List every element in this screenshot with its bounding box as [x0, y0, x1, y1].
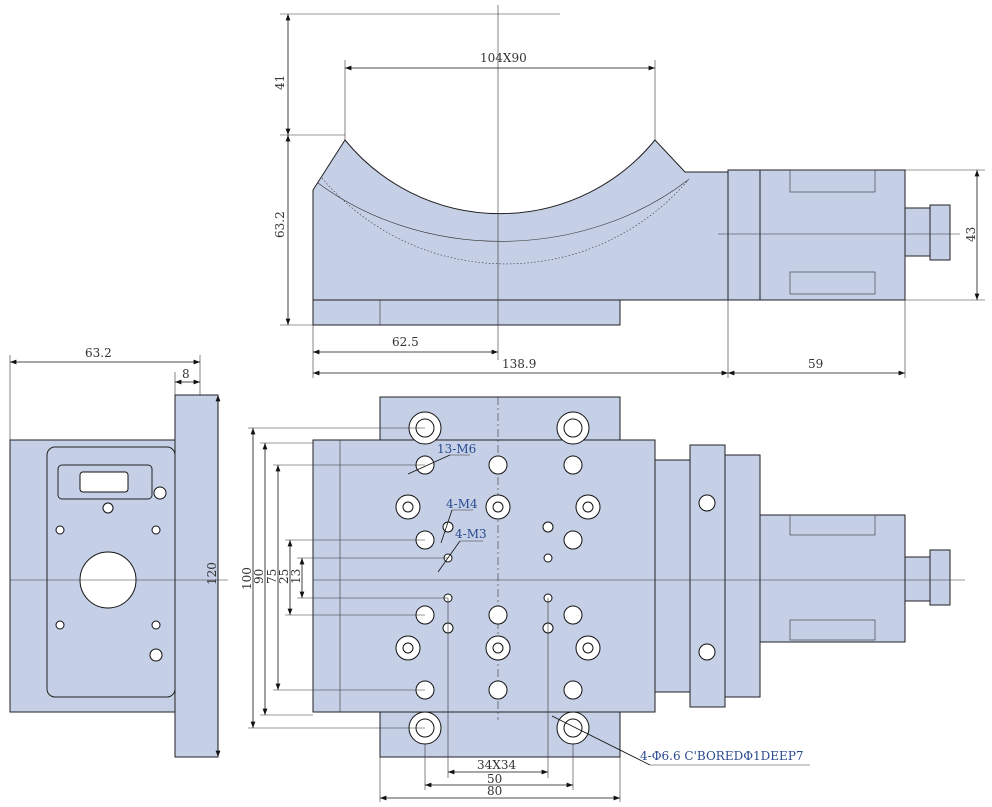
dim-138-9: 138.9	[502, 357, 536, 371]
motor	[759, 169, 906, 301]
dim-80: 80	[487, 784, 502, 798]
stage-body	[312, 439, 656, 713]
top-view: 13-M6 4-M4 4-M3 4-Φ6.6 C'BOREDΦ1DEEP7 10…	[240, 396, 965, 802]
vertical-dims: 100 90 75 25 13	[240, 427, 448, 729]
callout-4-m3: 4-M3	[455, 527, 487, 541]
goniometer-body	[312, 139, 729, 301]
dim-63-2: 63.2	[273, 211, 287, 238]
dim-25: 25	[277, 569, 291, 584]
dim-8: 8	[182, 367, 190, 381]
motor-adapter	[724, 454, 761, 698]
end-view: 63.2 8 120	[9, 346, 228, 758]
side-block	[654, 459, 691, 693]
knob-top	[929, 549, 951, 606]
dim-120: 120	[205, 562, 219, 585]
callout-13-m6: 13-M6	[437, 442, 476, 456]
shaft-top	[904, 556, 931, 602]
dim-end-63-2: 63.2	[85, 346, 112, 360]
dim-75: 75	[265, 569, 279, 584]
dim-59: 59	[808, 357, 823, 371]
side-view: 104X90 41 63.2 62.5 138.9 59 43	[273, 5, 985, 378]
dim-100: 100	[240, 567, 254, 590]
dim-62-5: 62.5	[392, 335, 419, 349]
motor-shaft	[904, 207, 931, 257]
dim-13: 13	[289, 569, 303, 584]
m6-holes	[395, 455, 601, 700]
base-plate	[312, 299, 621, 326]
dim-90: 90	[252, 569, 266, 584]
knob	[929, 204, 951, 261]
dim-41: 41	[273, 75, 287, 90]
callout-cbore: 4-Φ6.6 C'BOREDΦ1DEEP7	[640, 749, 804, 763]
dim-43: 43	[964, 227, 978, 242]
motor-flange-top	[689, 444, 726, 708]
dim-50: 50	[487, 772, 502, 786]
dim-arc-size: 104X90	[480, 51, 527, 65]
motor-top	[759, 514, 906, 643]
callout-4-m4: 4-M4	[446, 497, 478, 511]
motor-flange	[727, 169, 761, 301]
horizontal-dims: 34X34 50 80	[379, 598, 621, 802]
dim-34x34: 34X34	[477, 758, 516, 772]
